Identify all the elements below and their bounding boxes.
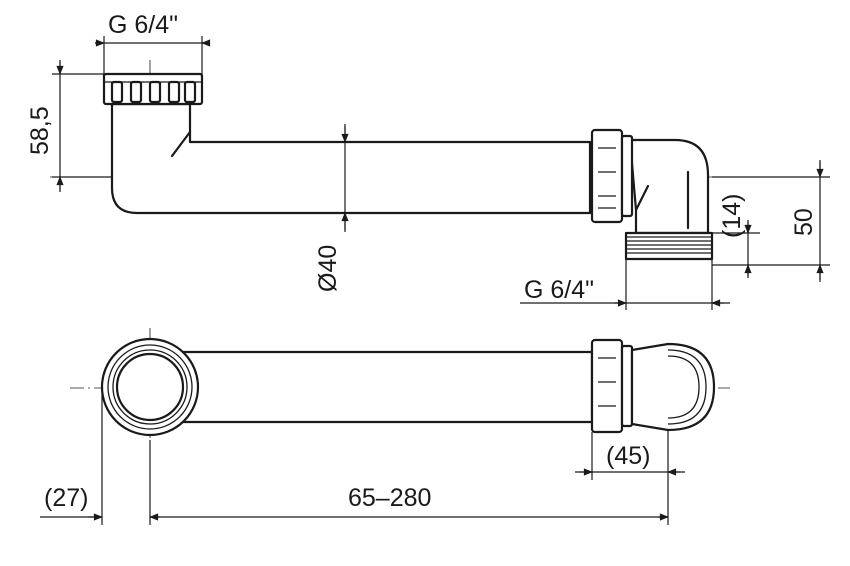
inlet-ring <box>100 337 200 437</box>
outlet-offset-label: (14) <box>718 194 746 238</box>
height-offset-label: 58,5 <box>26 106 54 155</box>
top-view <box>70 328 730 440</box>
top-nut <box>102 72 204 106</box>
side-view <box>50 60 770 261</box>
right-nut-top <box>590 338 634 434</box>
pipe-diameter-label: Ø40 <box>314 245 342 292</box>
outlet-thread-label: G 6/4" <box>524 276 594 304</box>
inlet-elbow-pipe <box>110 102 592 215</box>
outlet-elbow <box>628 138 710 235</box>
outlet-height-label: 50 <box>790 208 818 236</box>
elbow-seam <box>170 130 192 158</box>
inlet-radius-label: (27) <box>44 484 88 512</box>
outlet-elbow-seam <box>634 184 650 212</box>
length-range-label: 65–280 <box>348 484 431 512</box>
outlet-ring-top <box>630 342 716 432</box>
right-nut <box>590 128 634 224</box>
elbow-depth-label: (45) <box>606 442 650 470</box>
outlet-thread <box>624 231 714 261</box>
top-thread-label: G 6/4" <box>108 11 178 39</box>
dimension-lines <box>40 36 830 525</box>
horizontal-pipe-top <box>178 350 594 424</box>
